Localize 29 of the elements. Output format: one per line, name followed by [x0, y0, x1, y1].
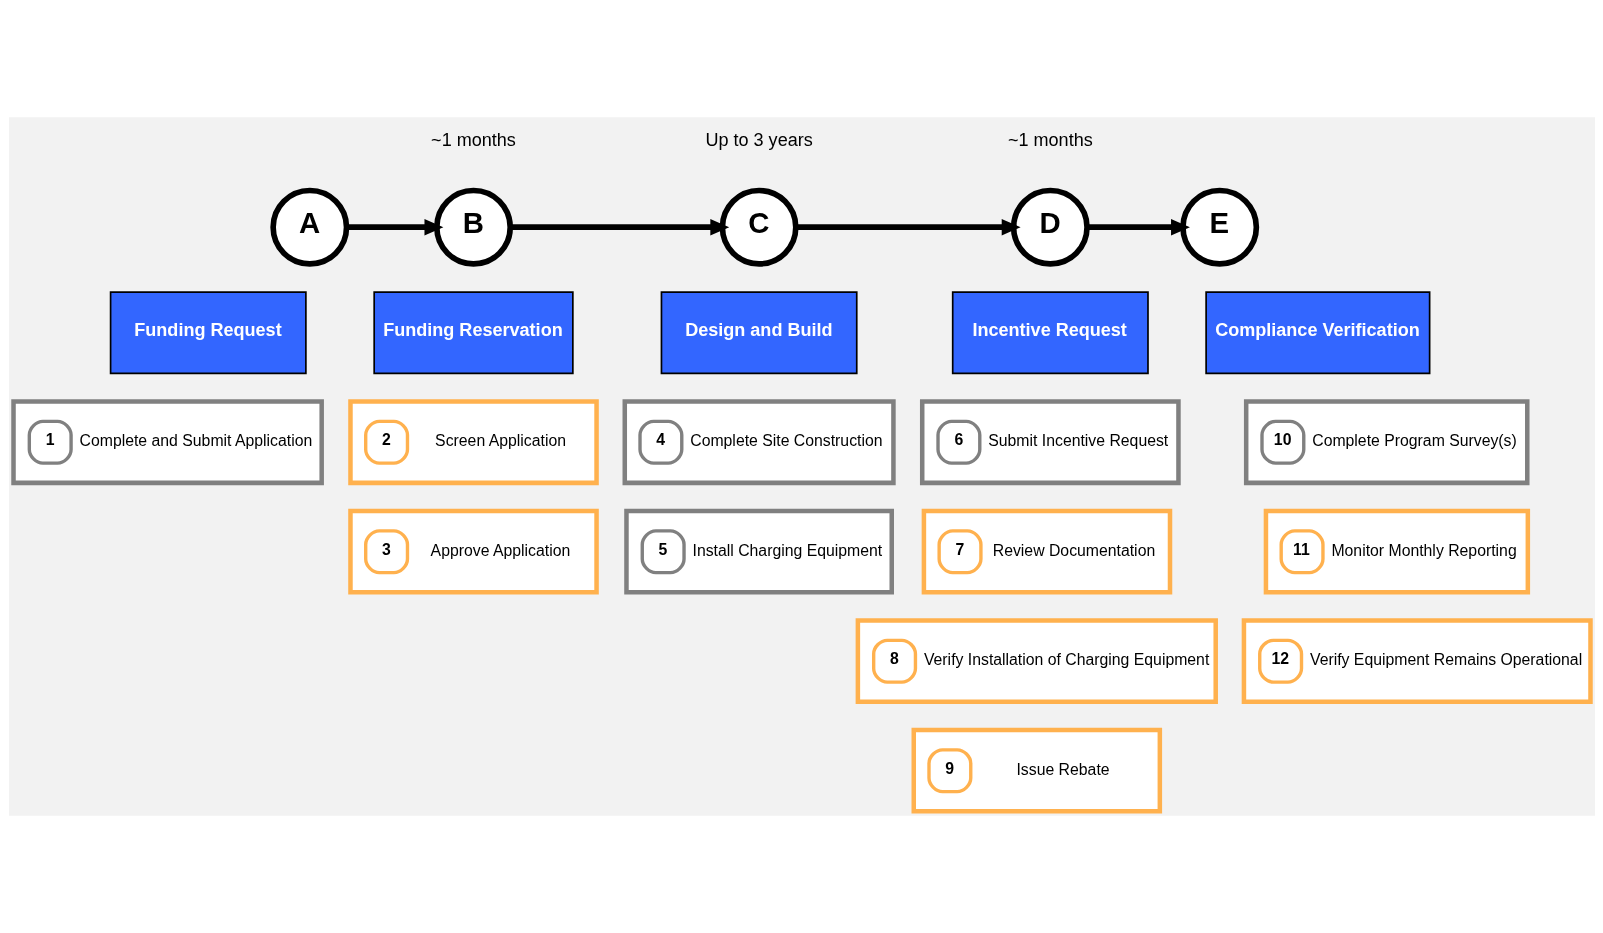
node-box: 7 Review Documentation [921, 508, 1172, 595]
node-label: ~1 months [430, 130, 516, 151]
node-box: Compliance Verification [1204, 291, 1430, 375]
arrow [1086, 218, 1190, 236]
node-box: 10 Complete Program Survey(s) [1243, 399, 1530, 486]
node-label: Up to 3 years [704, 130, 813, 151]
node-box: Incentive Request [951, 291, 1149, 375]
node-box: Funding Request [109, 291, 307, 375]
node-box: Design and Build [660, 291, 858, 375]
node-box: 9 Issue Rebate [911, 727, 1162, 814]
arrow [509, 218, 729, 236]
node-circle: C [719, 187, 799, 267]
node-circle: B [433, 187, 513, 267]
node-circle: A [269, 187, 349, 267]
node-box: 1 Complete and Submit Application [10, 399, 324, 486]
node-circle: D [1010, 187, 1090, 267]
arrow [346, 218, 443, 236]
node-box: Funding Reservation [372, 291, 574, 375]
node-box: 12 Verify Equipment Remains Operational [1241, 618, 1593, 705]
arrow [795, 218, 1021, 236]
node-circle: E [1179, 187, 1259, 267]
node-box: 11 Monitor Monthly Reporting [1263, 508, 1530, 595]
node-box: 6 Submit Incentive Request [919, 399, 1181, 486]
node-box: 2 Screen Application [347, 399, 599, 486]
node-box: 3 Approve Application [347, 508, 599, 595]
node-label: ~1 months [1007, 130, 1093, 151]
node-box: 8 Verify Installation of Charging Equipment [855, 618, 1218, 705]
node-box: 5 Install Charging Equipment [623, 508, 894, 595]
node-box: 4 Complete Site Construction [622, 399, 896, 486]
